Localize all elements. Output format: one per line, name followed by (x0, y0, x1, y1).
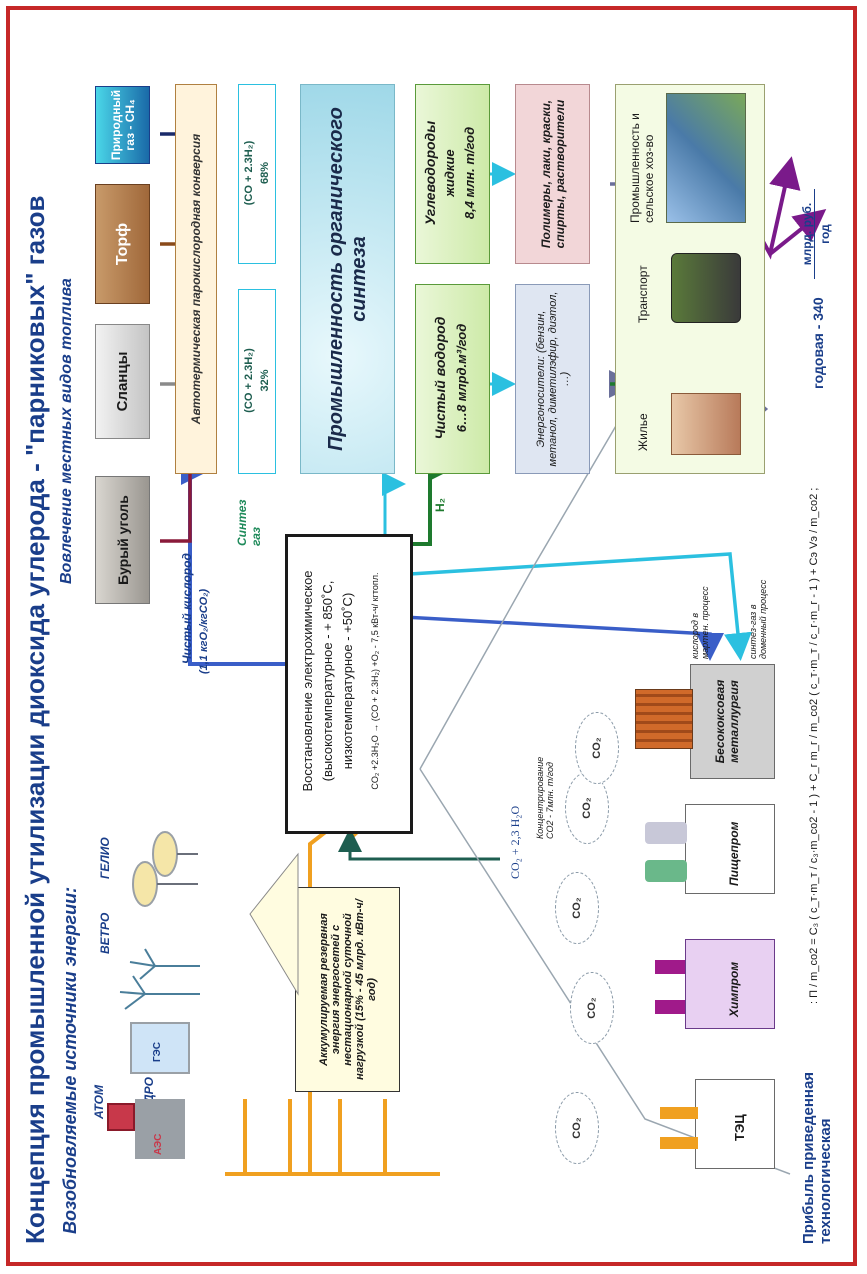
wind-turbine-icon (119, 948, 200, 1010)
metallurgy-plant-icon: Бесококсовая металлургия (635, 664, 775, 779)
electrochemical-reduction-box: Восстановление электрохимическое (высоко… (285, 534, 413, 834)
co2-cloud: CO₂ (555, 872, 599, 944)
consumer-industry: Промышленность и сельское хоз-во (628, 113, 656, 223)
oxygen-label: Чистый кислород (180, 553, 194, 664)
conversion-box: Автотермическая парокислородная конверси… (175, 84, 217, 474)
hydrogen-volume: 6…8 млрд.м³/год (454, 323, 469, 433)
co2-cloud: CO₂ (570, 972, 614, 1044)
co2-water-label: CO₂ + 2,3 H₂O (508, 805, 522, 879)
syngas-right-formula: (CO + 2.3H₂) (243, 140, 255, 206)
syngas-left-pct: 32% (259, 369, 271, 392)
reduction-low-temp: низкотемпературное - +50˚С) (340, 592, 355, 770)
chemical-label: Химпром (727, 961, 741, 1017)
housing-icon (671, 393, 741, 455)
local-fuels-heading: Вовлечение местных видов топлива (58, 278, 75, 584)
hydrocarbons-state: жидкие (442, 149, 457, 197)
syngas-share-right: (CO + 2.3H₂) 68% (238, 84, 276, 264)
reduction-equation: CO₂ +2.3H₂O → (CO + 2.3H₂) +O₂ - 7,5 кВт… (370, 572, 380, 790)
syngas-left-formula: (CO + 2.3H₂) (243, 348, 255, 413)
organic-synthesis-box: Промышленность органического синтеза (300, 84, 395, 474)
profit-formula: : П / m_co2 = С₃ ( c_т·m_т / c₃·m_co2 - … (808, 487, 820, 1004)
energy-carriers-box: Энергоносители: (бензин, метанол, димети… (515, 284, 590, 474)
profit-label: Прибыль приведенная технологическая (800, 1071, 834, 1244)
nuclear-plant-icon: АЭС (107, 1099, 185, 1159)
polymers-box: Полимеры, лаки, краски, спирты, раствори… (515, 84, 590, 264)
fuel-natural-gas: Природный газ - CH₄ (95, 86, 150, 164)
source-label-solar: ГЕЛИО (98, 837, 112, 879)
reduction-title: Восстановление электрохимическое (300, 570, 315, 792)
hydrogen-title: Чистый водород (432, 316, 448, 440)
callout-pointer (249, 852, 299, 996)
diagram-canvas: Концепция промышленной утилизации диокси… (10, 10, 857, 1264)
hydro-plant-icon: ГЭС (130, 1022, 190, 1074)
food-plant-icon: Пищепром (645, 804, 775, 894)
source-label-wind: ВЕТРО (98, 912, 112, 954)
npp-label: АЭС (153, 1133, 164, 1155)
consumer-transport: Транспорт (636, 265, 650, 323)
hpp-label: ГЭС (152, 1041, 163, 1062)
chp-label: ТЭЦ (732, 1114, 747, 1141)
profit-unit-den: год (818, 224, 832, 244)
solar-dish-icon (132, 831, 198, 907)
oxygen-to-plant-label: кислород в мартен. процесс (690, 586, 710, 659)
chemical-plant-icon: Химпром (655, 939, 775, 1029)
profit-unit-num: млрд. руб. (800, 189, 815, 279)
transport-icon (671, 253, 741, 323)
consumers-panel: Жилье Транспорт Промышленность и сельско… (615, 84, 765, 474)
renewables-heading: Возобновляемые источники энергии: (60, 886, 80, 1234)
consumer-housing: Жилье (636, 413, 650, 451)
hydrocarbons-title: Углеводороды (422, 120, 438, 226)
food-label: Пищепром (727, 821, 741, 886)
syngas-right-pct: 68% (259, 161, 271, 185)
syngas-to-plant-label: синтез-газ в доменный процесс (748, 579, 768, 659)
pure-hydrogen-box: Чистый водород 6…8 млрд.м³/год (415, 284, 490, 474)
co2-cloud: CO₂ (555, 1092, 599, 1164)
solar-field-icon (666, 93, 746, 223)
reduction-high-temp: (высокотемпературное - + 850˚С, (320, 580, 335, 782)
source-label-atom: АТОМ (92, 1085, 106, 1119)
co2-cloud: CO₂ (575, 712, 619, 784)
syngas-share-left: (CO + 2.3H₂) 32% (238, 289, 276, 474)
page-frame (6, 6, 857, 1266)
chp-plant-icon: ТЭЦ (660, 1079, 775, 1169)
fuel-shale: Сланцы (95, 324, 150, 439)
hydrocarbons-volume: 8,4 млн. т/год (462, 126, 477, 220)
reserve-energy-box: Аккумулируемая резервная энергия энергос… (295, 887, 400, 1092)
liquid-hydrocarbons-box: Углеводороды жидкие 8,4 млн. т/год (415, 84, 490, 264)
profit-annual: годовая - 340 (810, 297, 826, 389)
fuel-peat: Торф (95, 184, 150, 304)
h2-label: H₂ (433, 498, 447, 512)
page-title: Концепция промышленной утилизации диокси… (20, 195, 50, 1244)
oxygen-rate-label: (1,1 кгO₂/кгCO₂) (198, 588, 210, 674)
syngas-label: Синтез газ (235, 499, 263, 546)
fuel-brown-coal: Бурый уголь (95, 476, 150, 604)
co2-concentration-label: Концентрирование CO2 - 7млн. т/год (535, 756, 555, 839)
metallurgy-label: Бесококсовая металлургия (713, 679, 741, 764)
